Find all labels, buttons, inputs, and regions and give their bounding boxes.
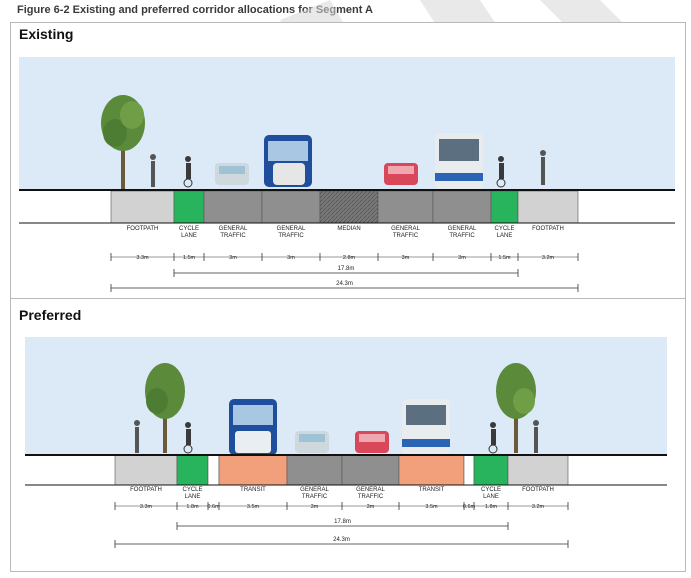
vehicles bbox=[215, 133, 483, 189]
lane-label: LANE bbox=[181, 233, 197, 239]
lane-width-label: 1.5m bbox=[183, 255, 196, 261]
lane-traffic bbox=[377, 190, 434, 224]
panel-title-existing: Existing bbox=[19, 26, 74, 42]
lane-label: TRAFFIC bbox=[302, 494, 328, 500]
lane-label: TRANSIT bbox=[419, 487, 445, 493]
lane-width-label: 3m bbox=[458, 255, 466, 261]
lane-traffic bbox=[203, 190, 263, 224]
lane-footpath bbox=[114, 454, 178, 486]
lane-label: TRAFFIC bbox=[220, 233, 246, 239]
lane-median bbox=[319, 190, 379, 224]
lane-cycle bbox=[176, 454, 209, 486]
lane-width-label: 3m bbox=[287, 255, 295, 261]
existing-panel: Existing bbox=[10, 22, 686, 300]
inner-dimension-label: 17.8m bbox=[334, 519, 351, 525]
lane-label: TRANSIT bbox=[240, 487, 266, 493]
lane-label: CYCLE bbox=[179, 226, 199, 232]
lane-cycle bbox=[490, 190, 519, 224]
lane-transit bbox=[218, 454, 288, 486]
lane-footpath bbox=[507, 454, 569, 486]
lane-width-label: 3m bbox=[311, 504, 319, 510]
lane-label: LANE bbox=[497, 233, 513, 239]
lane-label: FOOTPATH bbox=[532, 226, 564, 232]
figure-title: Figure 6-2 Existing and preferred corrid… bbox=[17, 4, 373, 16]
sky bbox=[25, 337, 667, 455]
lane-width-label: 3m bbox=[229, 255, 237, 261]
vehicles bbox=[229, 399, 450, 455]
lane-width-label: 1.5m bbox=[498, 255, 511, 261]
lane-cycle bbox=[173, 190, 205, 224]
lane-label: FOOTPATH bbox=[130, 487, 162, 493]
total-dimension-label: 24.3m bbox=[336, 281, 353, 287]
lane-strip bbox=[110, 190, 579, 224]
lane-buffer bbox=[463, 454, 475, 486]
lane-label: CYCLE bbox=[481, 487, 501, 493]
lane-width-label: 3m bbox=[402, 255, 410, 261]
lane-label: TRAFFIC bbox=[393, 233, 419, 239]
lane-width-label: 1.8m bbox=[186, 504, 199, 510]
lane-label: GENERAL bbox=[300, 487, 329, 493]
lane-traffic bbox=[341, 454, 400, 486]
lane-label: LANE bbox=[483, 494, 499, 500]
lane-footpath bbox=[517, 190, 579, 224]
pedestrian-figures bbox=[150, 150, 546, 187]
lane-label: GENERAL bbox=[219, 226, 248, 232]
lane-label: MEDIAN bbox=[337, 226, 360, 232]
lane-width-label: 3m bbox=[367, 504, 375, 510]
lane-width-label: 0.6m bbox=[463, 504, 476, 510]
lane-width-label: 0.6m bbox=[207, 504, 220, 510]
lane-traffic bbox=[286, 454, 343, 486]
lane-width-label: 3.2m bbox=[542, 255, 555, 261]
lane-width-label: 1.8m bbox=[485, 504, 498, 510]
lane-label: CYCLE bbox=[494, 226, 514, 232]
pedestrian-figures bbox=[134, 420, 539, 453]
lane-width-label: 3.3m bbox=[136, 255, 149, 261]
lane-width-label: 2.8m bbox=[343, 255, 356, 261]
lane-footpath bbox=[110, 190, 175, 224]
lane-width-label: 3.5m bbox=[425, 504, 438, 510]
lane-label: TRAFFIC bbox=[278, 233, 304, 239]
lane-cycle bbox=[473, 454, 509, 486]
cyclist-figures bbox=[183, 156, 506, 188]
total-dimension-label: 24.3m bbox=[333, 537, 350, 543]
lane-label: FOOTPATH bbox=[127, 226, 159, 232]
preferred-panel: Preferred bbox=[10, 298, 686, 572]
tree-illustration bbox=[101, 95, 145, 189]
lane-label: GENERAL bbox=[356, 487, 385, 493]
lane-label: GENERAL bbox=[448, 226, 477, 232]
inner-dimension-label: 17.8m bbox=[338, 266, 355, 272]
tree-illustration bbox=[145, 363, 536, 453]
lane-strip bbox=[114, 454, 569, 486]
lane-label: TRAFFIC bbox=[449, 233, 475, 239]
lane-label: TRAFFIC bbox=[358, 494, 384, 500]
cyclist-figures bbox=[183, 422, 498, 454]
lane-transit bbox=[398, 454, 465, 486]
lane-label: GENERAL bbox=[391, 226, 420, 232]
panel-title-preferred: Preferred bbox=[19, 307, 82, 323]
lane-width-label: 3.3m bbox=[140, 504, 153, 510]
lane-width-label: 3.5m bbox=[247, 504, 260, 510]
lane-buffer bbox=[207, 454, 220, 486]
lane-label: FOOTPATH bbox=[522, 487, 554, 493]
lane-label: GENERAL bbox=[277, 226, 306, 232]
lane-traffic bbox=[432, 190, 492, 224]
lane-width-label: 3.2m bbox=[532, 504, 545, 510]
lane-label: CYCLE bbox=[182, 487, 202, 493]
lane-traffic bbox=[261, 190, 321, 224]
lane-label: LANE bbox=[185, 494, 201, 500]
